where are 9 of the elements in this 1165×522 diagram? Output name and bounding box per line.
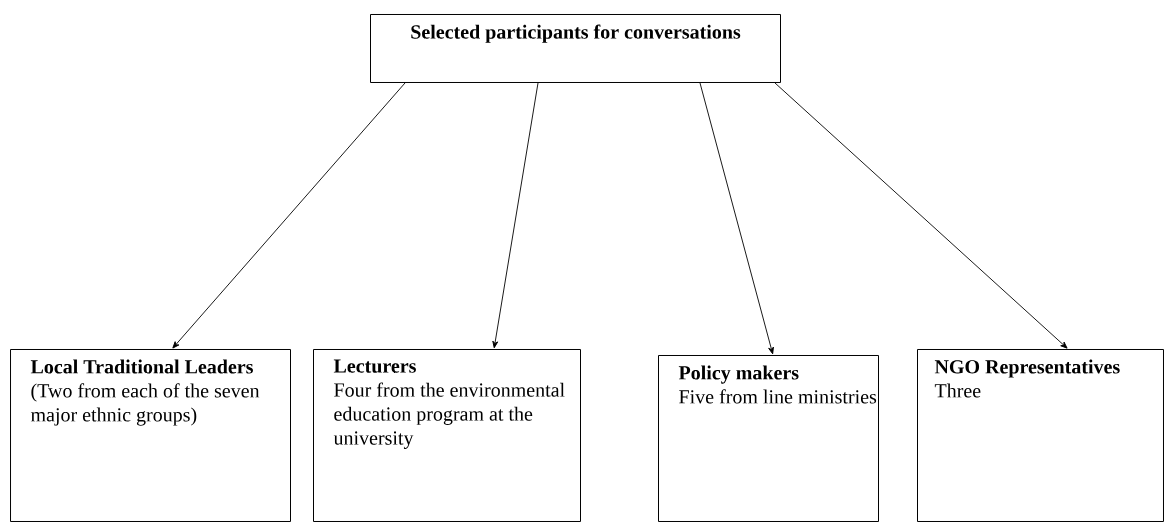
participant-box: Local Traditional Leaders (Two from each of the seven major ethnic groups)	[10, 349, 291, 522]
arrow	[774, 82, 1068, 349]
participant-box: Lecturers Four from the environmental education program at the university	[313, 349, 581, 522]
arrow	[492, 82, 539, 349]
participant-box: NGO Representatives Three	[917, 349, 1164, 522]
arrow	[172, 82, 406, 349]
participant-box: Policy makers Five from line ministries	[658, 355, 879, 522]
arrow	[699, 82, 774, 355]
title-box: Selected participants for conversations	[370, 14, 781, 83]
